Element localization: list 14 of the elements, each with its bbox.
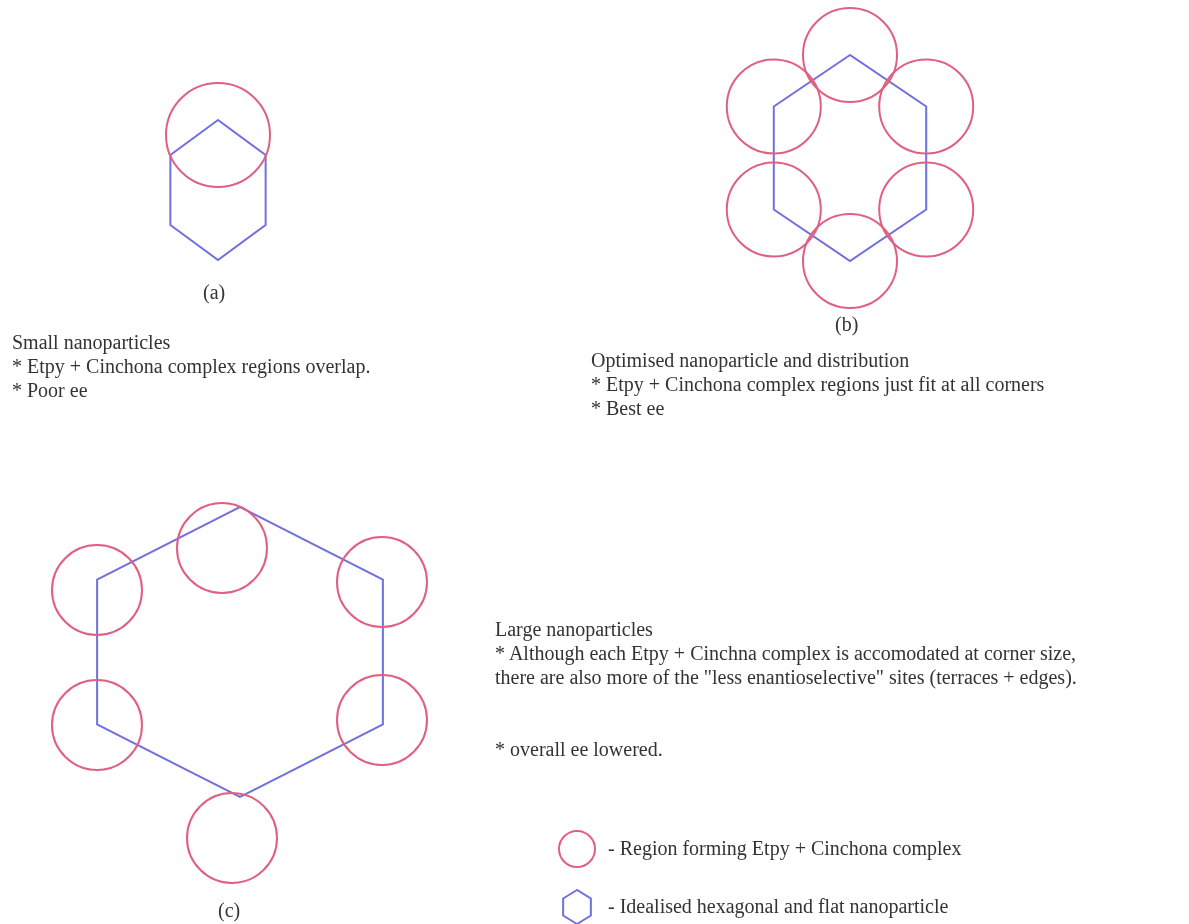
description-text: * Although each Etpy + Cinchna complex is accomodated at corner size, there are also more of the "less enantioselective" sites (terraces + edges). bbox=[495, 641, 1078, 689]
panel-label: (c) bbox=[218, 898, 242, 922]
description-text: * Poor ee bbox=[12, 378, 89, 402]
panel-heading: Large nanoparticles bbox=[495, 617, 654, 641]
legend-text: - Idealised hexagonal and flat nanoparticle bbox=[608, 894, 950, 918]
panel-label: (b) bbox=[835, 312, 860, 336]
description-text: * overall ee lowered. bbox=[495, 737, 664, 761]
legend-text: - Region forming Etpy + Cinchona complex bbox=[608, 836, 963, 860]
description-text: * Etpy + Cinchona complex regions overlap. bbox=[12, 354, 372, 378]
panel-label: (a) bbox=[203, 280, 227, 304]
description-text: * Best ee bbox=[591, 396, 666, 420]
description-text: * Etpy + Cinchona complex regions just fit at all corners bbox=[591, 372, 1046, 396]
panel-heading: Small nanoparticles bbox=[12, 330, 172, 354]
panel-heading: Optimised nanoparticle and distribution bbox=[591, 348, 911, 372]
